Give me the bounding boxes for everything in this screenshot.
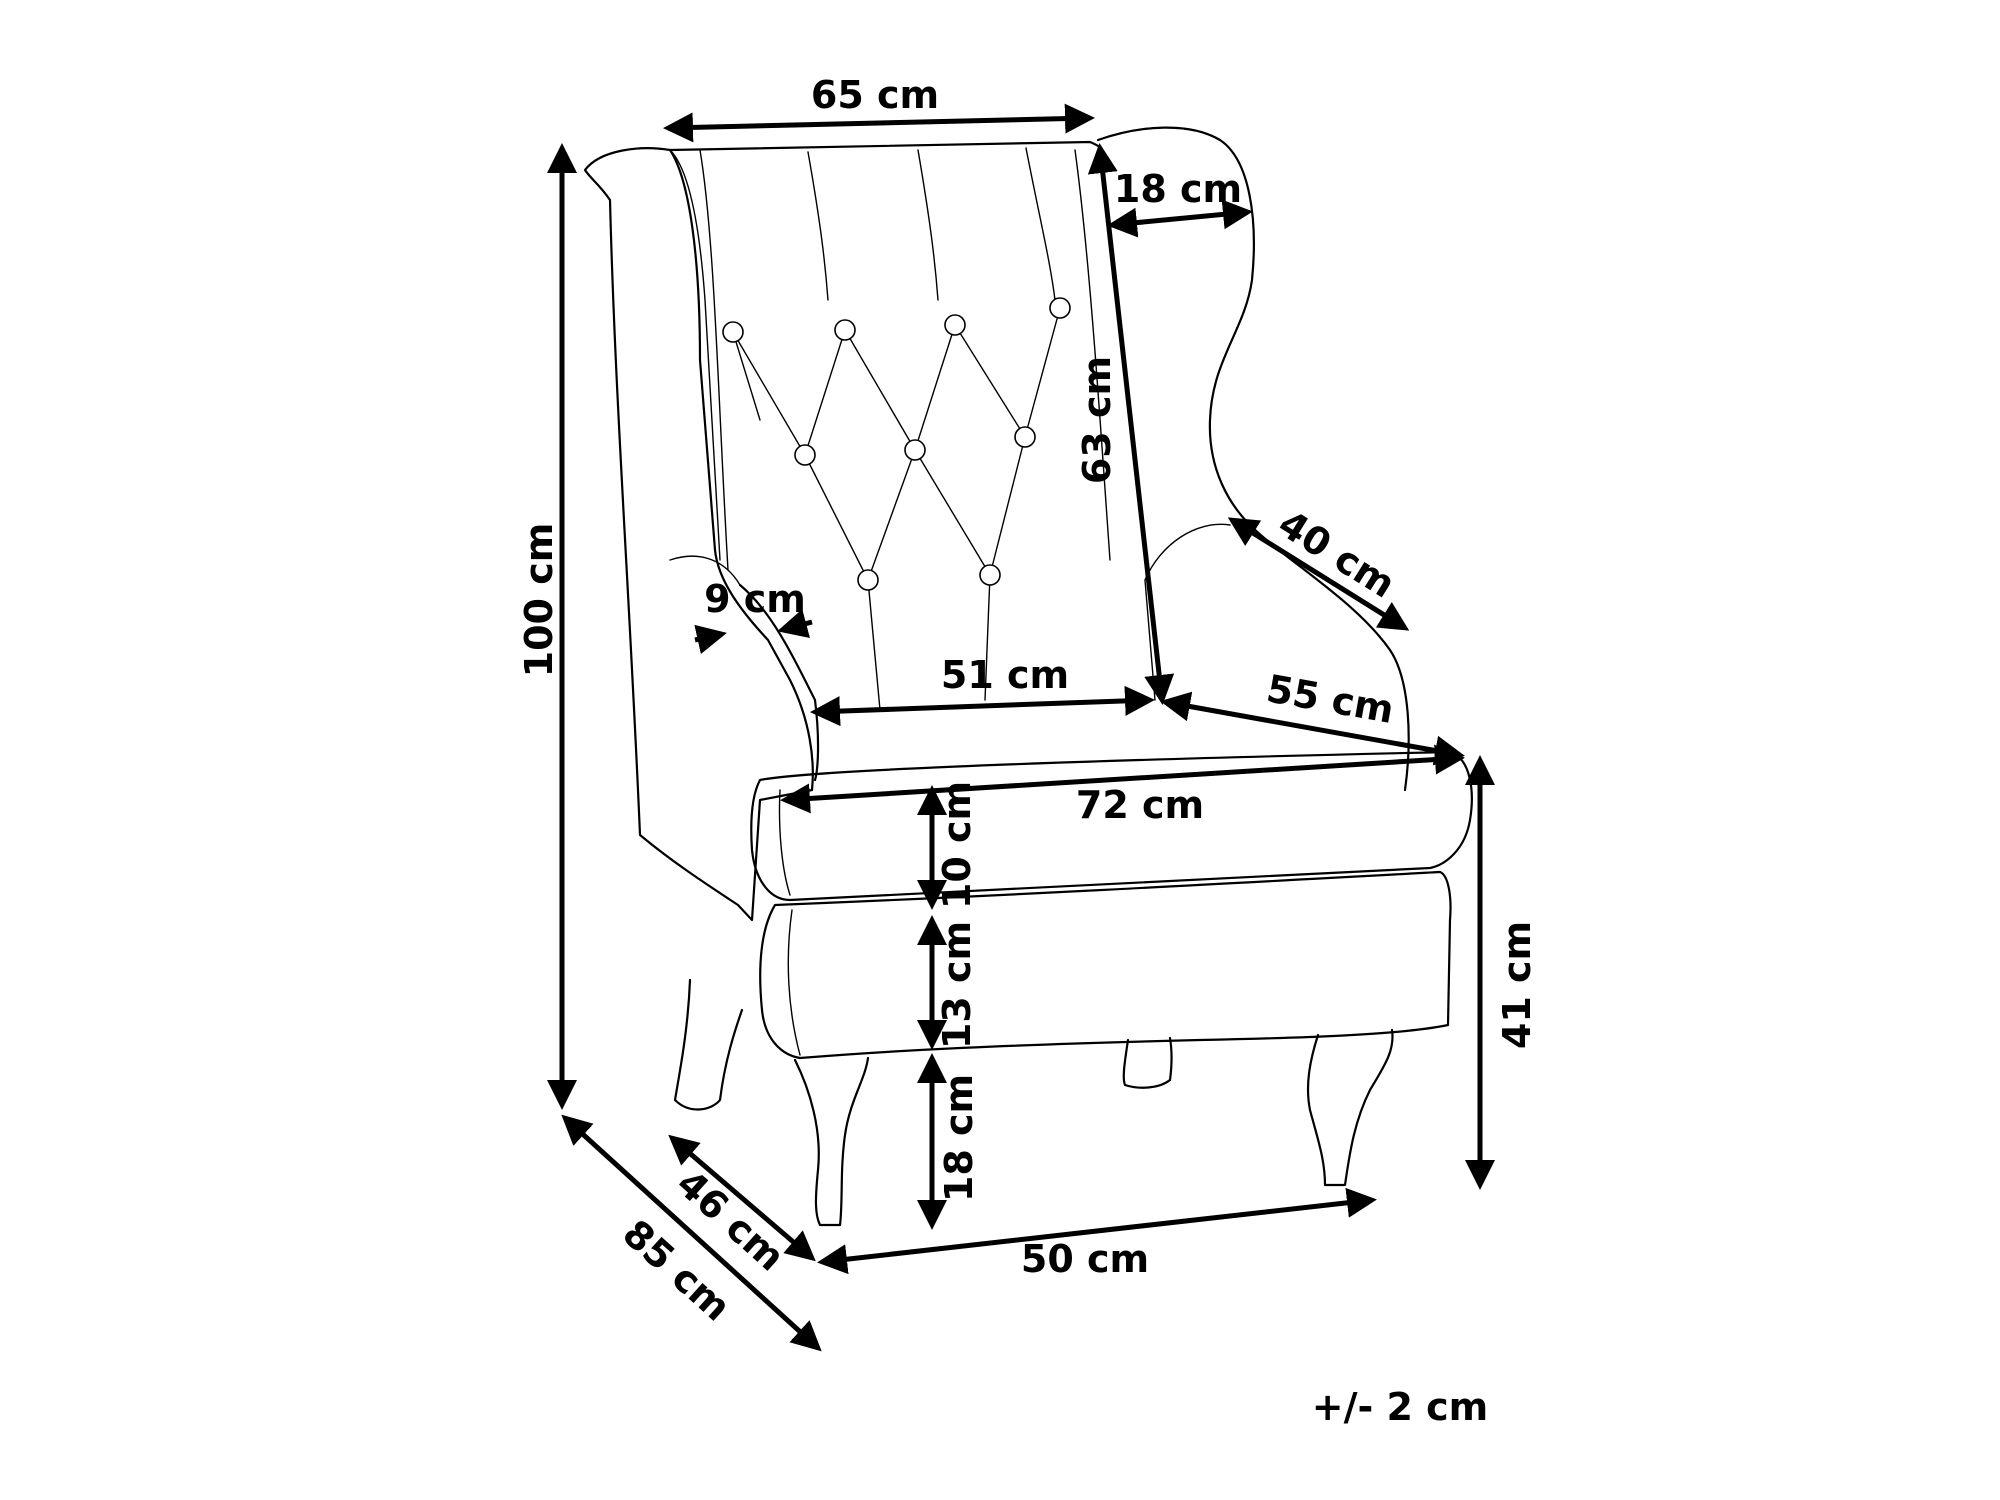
tuft-button [904,439,926,461]
tuft-button [979,564,1001,586]
overall-width-arrow [780,744,1465,814]
tolerance-note: +/- 2 cm [1312,1385,1489,1429]
tuft-button [794,444,816,466]
seat-frame [759,870,1452,1060]
seat-cushion-seam [778,789,791,896]
seat-width-arrow [810,685,1155,727]
wing-depth-label: 18 cm [1114,167,1242,211]
back-left-edge [699,149,729,571]
cushion-height-label: 10 cm [935,781,979,909]
back-height-label: 63 cm [1075,356,1119,484]
overall-width-label: 72 cm [1076,783,1204,827]
seat-frame-front-edge [787,909,801,1056]
back-left-leg [673,978,744,1111]
right-wing [1096,126,1410,792]
arm-width-arrow-left [694,624,727,655]
tuft-channel-1 [807,151,829,301]
tufting-diamonds [732,307,1061,711]
leg-height-label: 18 cm [937,1074,981,1202]
back-top [668,140,1103,156]
overall-depth-arrow [561,1114,822,1352]
tuft-channel-3 [1025,147,1056,301]
overall-height-label: 100 cm [517,523,561,678]
tuft-button [944,314,966,336]
dimension-arrows [547,103,1495,1352]
back-width-label: 65 cm [811,73,939,117]
tuft-button [857,569,879,591]
frame-height-label: 13 cm [935,921,979,1049]
back-right-leg [1122,1036,1173,1089]
arm-width-label: 9 cm [704,577,806,621]
back-width-arrow [663,103,1095,143]
leg-span-arrow [817,1187,1377,1275]
tufting-buttons [722,297,1071,591]
back-height-arrow [1087,143,1175,705]
left-wing-inner [669,149,721,561]
wing-depth-arrow [1107,199,1253,238]
tuft-button [834,319,856,341]
tuft-channel-2 [917,149,939,301]
tuft-button [1014,426,1036,448]
tuft-button [1049,297,1071,319]
arm-width-arrow-right [777,609,813,639]
seat-width-label: 51 cm [941,653,1069,697]
tuft-button [722,321,744,343]
front-left-leg [793,1056,870,1227]
left-wing [583,147,814,922]
arm-length-arrow [1227,517,1410,631]
seat-height-label: 41 cm [1495,921,1539,1049]
right-arm-top [1144,523,1231,581]
leg-span-label: 50 cm [1021,1237,1149,1281]
dimension-labels: 65 cm 18 cm 63 cm 100 cm 40 cm 9 cm 51 c… [517,73,1539,1429]
front-right-leg [1306,1028,1394,1187]
left-arm-top [669,555,741,586]
